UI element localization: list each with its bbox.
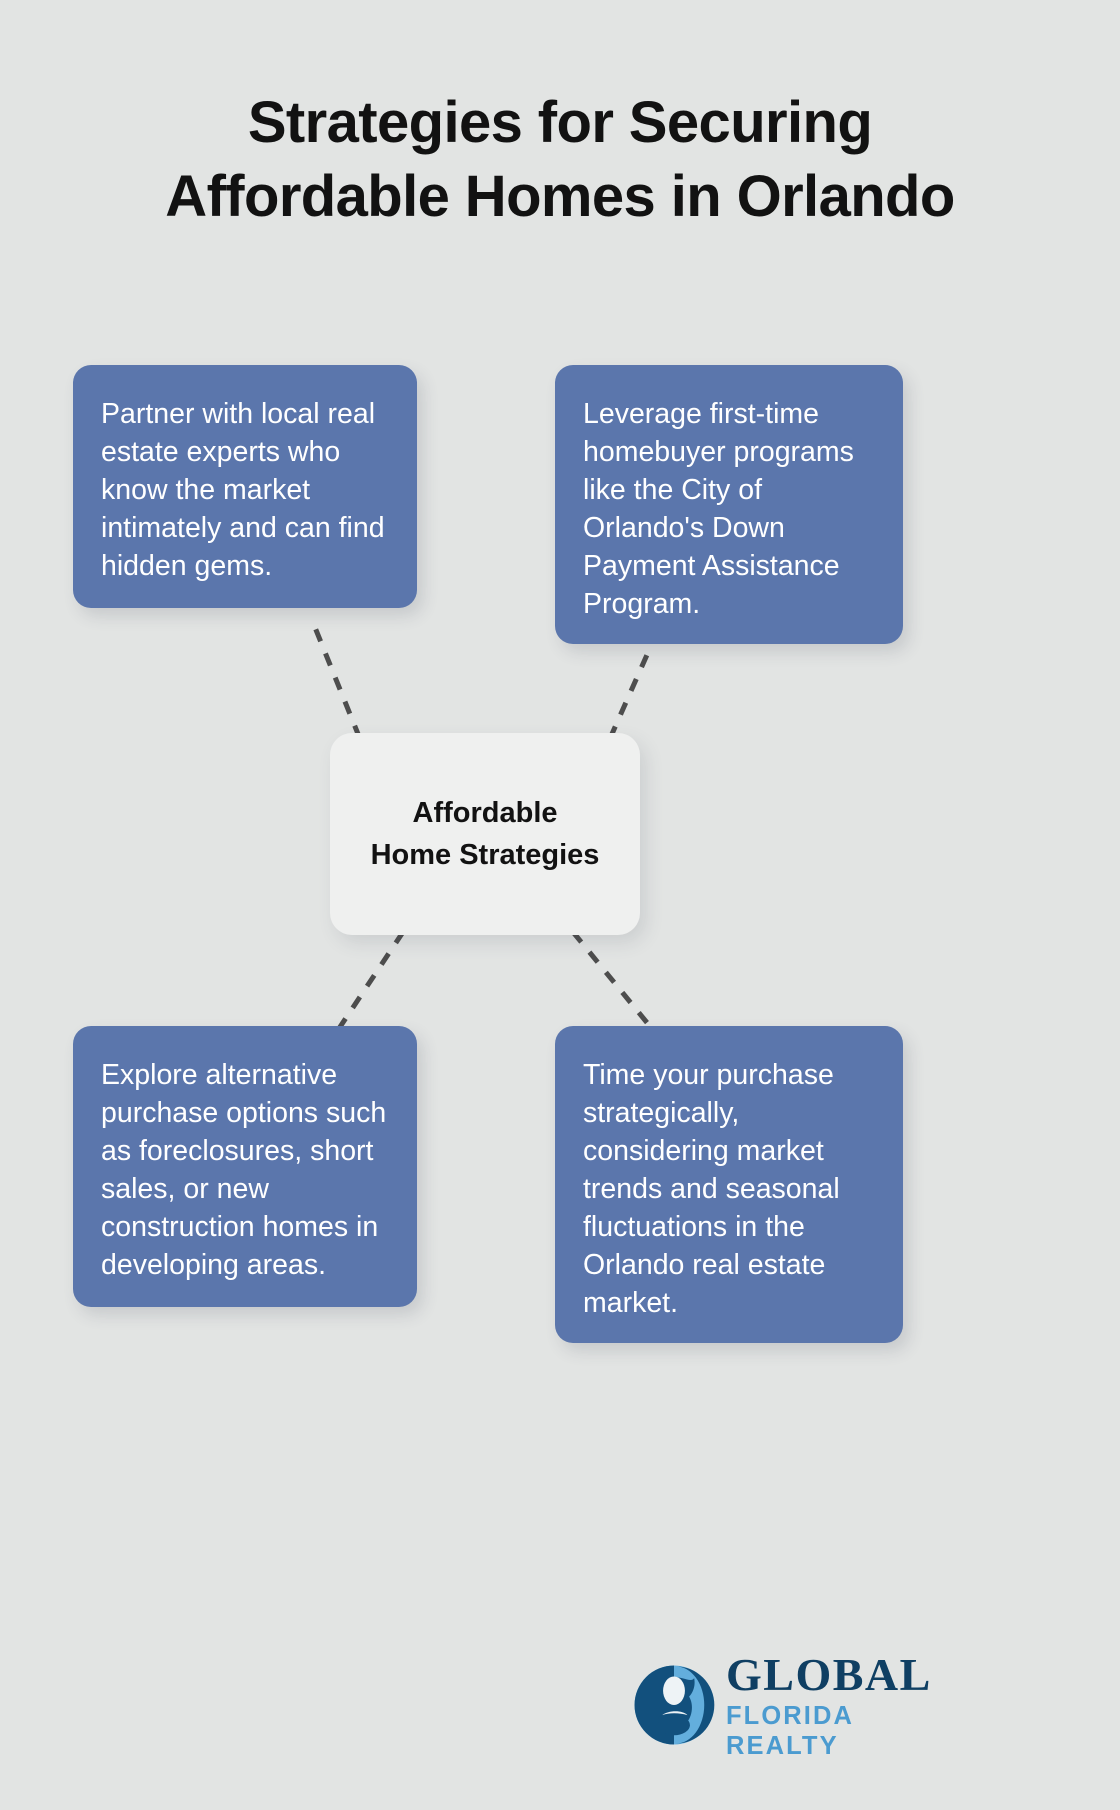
central-node-line-2: Home Strategies <box>370 839 600 871</box>
connector-center-to-bottom-left <box>335 930 406 1032</box>
connector-center-to-bottom-right <box>571 930 655 1032</box>
strategy-card-text: Leverage first-time homebuyer programs l… <box>583 398 854 620</box>
logo-primary-text: GLOBAL <box>726 1648 932 1700</box>
page-title: Strategies for Securing Affordable Homes… <box>0 86 1120 234</box>
brand-logo[interactable]: GLOBAL FLORIDA REALTY <box>632 1651 932 1760</box>
g-globe-icon <box>634 1665 715 1745</box>
central-node-line-1: Affordable <box>412 797 558 829</box>
strategy-card-top-right[interactable]: Leverage first-time homebuyer programs l… <box>555 365 903 644</box>
strategy-card-bottom-right[interactable]: Time your purchase strategically, consid… <box>555 1026 903 1343</box>
strategy-card-bottom-left[interactable]: Explore alternative purchase options suc… <box>73 1026 417 1307</box>
page-title-line-1: Strategies for Securing <box>247 90 873 155</box>
logo-secondary-text: FLORIDA REALTY <box>726 1701 854 1760</box>
strategy-card-top-left[interactable]: Partner with local real estate experts w… <box>73 365 417 608</box>
strategy-card-text: Partner with local real estate experts w… <box>101 398 385 582</box>
central-node[interactable]: Affordable Home Strategies <box>330 733 640 935</box>
page-title-line-2: Affordable Homes in Orlando <box>165 164 955 229</box>
strategy-card-text: Time your purchase strategically, consid… <box>583 1059 840 1319</box>
strategy-card-text: Explore alternative purchase options suc… <box>101 1059 387 1281</box>
logo-wordmark: GLOBAL FLORIDA REALTY <box>726 1650 932 1761</box>
